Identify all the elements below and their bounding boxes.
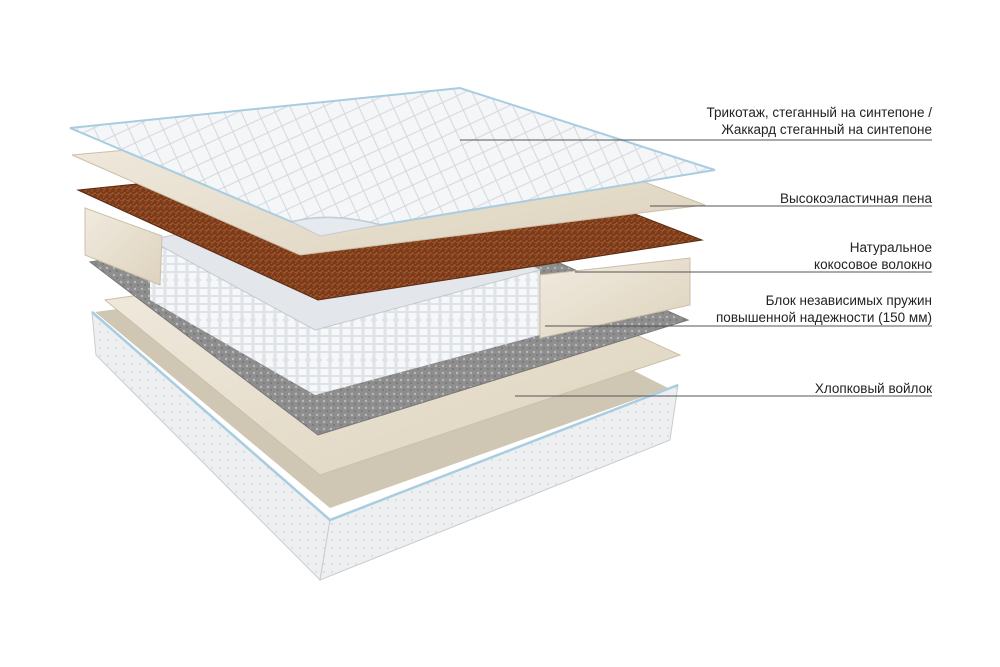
base-cover-piping xyxy=(91,311,679,522)
label-springs-line-2: повышенной надежности (150 мм) xyxy=(716,310,932,325)
label-foam-line-1: Высокоэластичная пена xyxy=(780,191,932,206)
top-cover-fold xyxy=(290,217,381,237)
label-coconut-line-1: Натуральное xyxy=(849,240,932,255)
label-coconut-fiber: Натуральное кокосовое волокно xyxy=(814,239,932,273)
label-top-cover-line-2: Жаккард стеганный на синтепоне xyxy=(721,122,932,137)
spring-block-side xyxy=(150,240,315,395)
leader-lines xyxy=(460,139,932,397)
foam-frame-right xyxy=(539,257,691,339)
spring-block-front xyxy=(315,270,540,395)
label-top-cover-line-1: Трикотаж, стеганный на синтепоне / xyxy=(706,105,933,120)
foam-frame-left xyxy=(84,207,163,286)
label-cotton-felt: Хлопковый войлок xyxy=(815,380,932,397)
label-top-cover: Трикотаж, стеганный на синтепоне / Жакка… xyxy=(707,104,933,138)
label-coconut-line-2: кокосовое волокно xyxy=(814,257,932,272)
label-springs-line-1: Блок независимых пружин xyxy=(765,293,932,308)
label-spring-block: Блок независимых пружин повышенной надеж… xyxy=(716,292,932,326)
label-high-elastic-foam: Высокоэластичная пена xyxy=(780,190,932,207)
label-felt-line-1: Хлопковый войлок xyxy=(814,381,932,396)
